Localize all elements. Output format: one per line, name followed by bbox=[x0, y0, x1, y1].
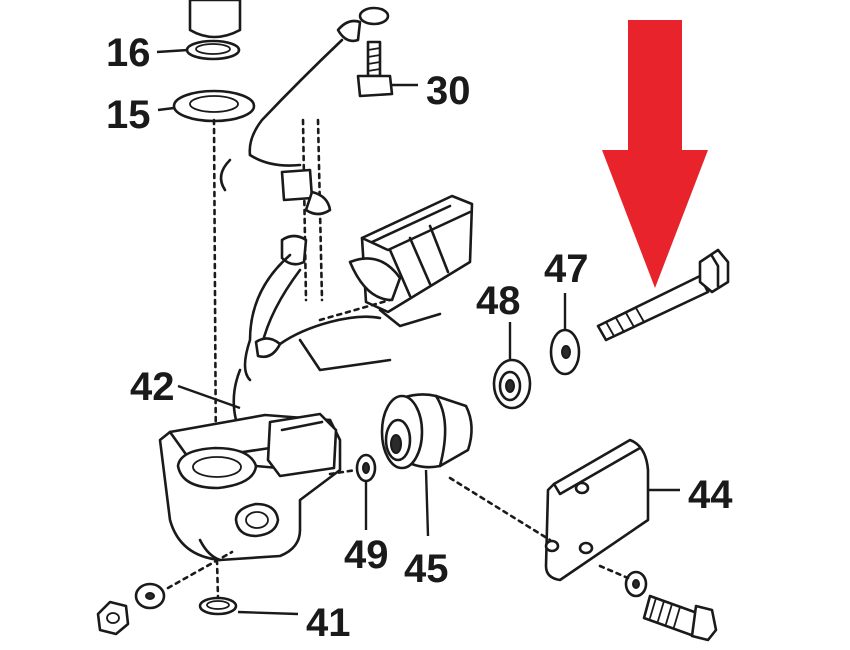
part-30-bolt bbox=[356, 40, 394, 98]
leader-lines bbox=[156, 48, 680, 616]
callout-44: 44 bbox=[688, 473, 733, 517]
part-42-swivel-bracket bbox=[158, 412, 342, 562]
cable-with-eyelet bbox=[219, 6, 390, 192]
callout-42: 42 bbox=[130, 365, 175, 409]
callout-30: 30 bbox=[426, 69, 471, 113]
callout-47: 47 bbox=[544, 247, 589, 291]
callout-16: 16 bbox=[106, 31, 151, 75]
part-44-cover-plate bbox=[544, 438, 650, 582]
part-lower-nut bbox=[96, 550, 234, 636]
callout-45: 45 bbox=[404, 547, 449, 591]
part-16-ring bbox=[185, 39, 241, 61]
part-47-washer bbox=[549, 328, 581, 376]
callout-48: 48 bbox=[476, 279, 521, 323]
highlight-arrow bbox=[602, 20, 708, 288]
part-49-washer bbox=[355, 453, 377, 483]
part-45-bushing bbox=[380, 393, 473, 470]
axis-42-49 bbox=[328, 468, 358, 476]
bracket-assembly bbox=[298, 194, 474, 372]
shaft-centerline bbox=[212, 118, 218, 472]
axis-45-44 bbox=[448, 476, 552, 542]
wiring-harness bbox=[232, 253, 382, 422]
callout-49: 49 bbox=[344, 533, 389, 577]
part-48-washer bbox=[492, 358, 532, 410]
part-lower-bolt bbox=[598, 564, 718, 642]
part-41-snap-ring bbox=[198, 558, 238, 616]
part-15-washer bbox=[172, 89, 256, 123]
vertical-rods bbox=[280, 118, 332, 302]
part-top-cylinder bbox=[188, 0, 242, 39]
callout-15: 15 bbox=[106, 93, 151, 137]
callout-labels: 16 15 30 47 48 42 44 49 45 41 bbox=[106, 31, 733, 645]
part-long-bolt bbox=[596, 248, 730, 342]
callout-41: 41 bbox=[306, 601, 351, 645]
